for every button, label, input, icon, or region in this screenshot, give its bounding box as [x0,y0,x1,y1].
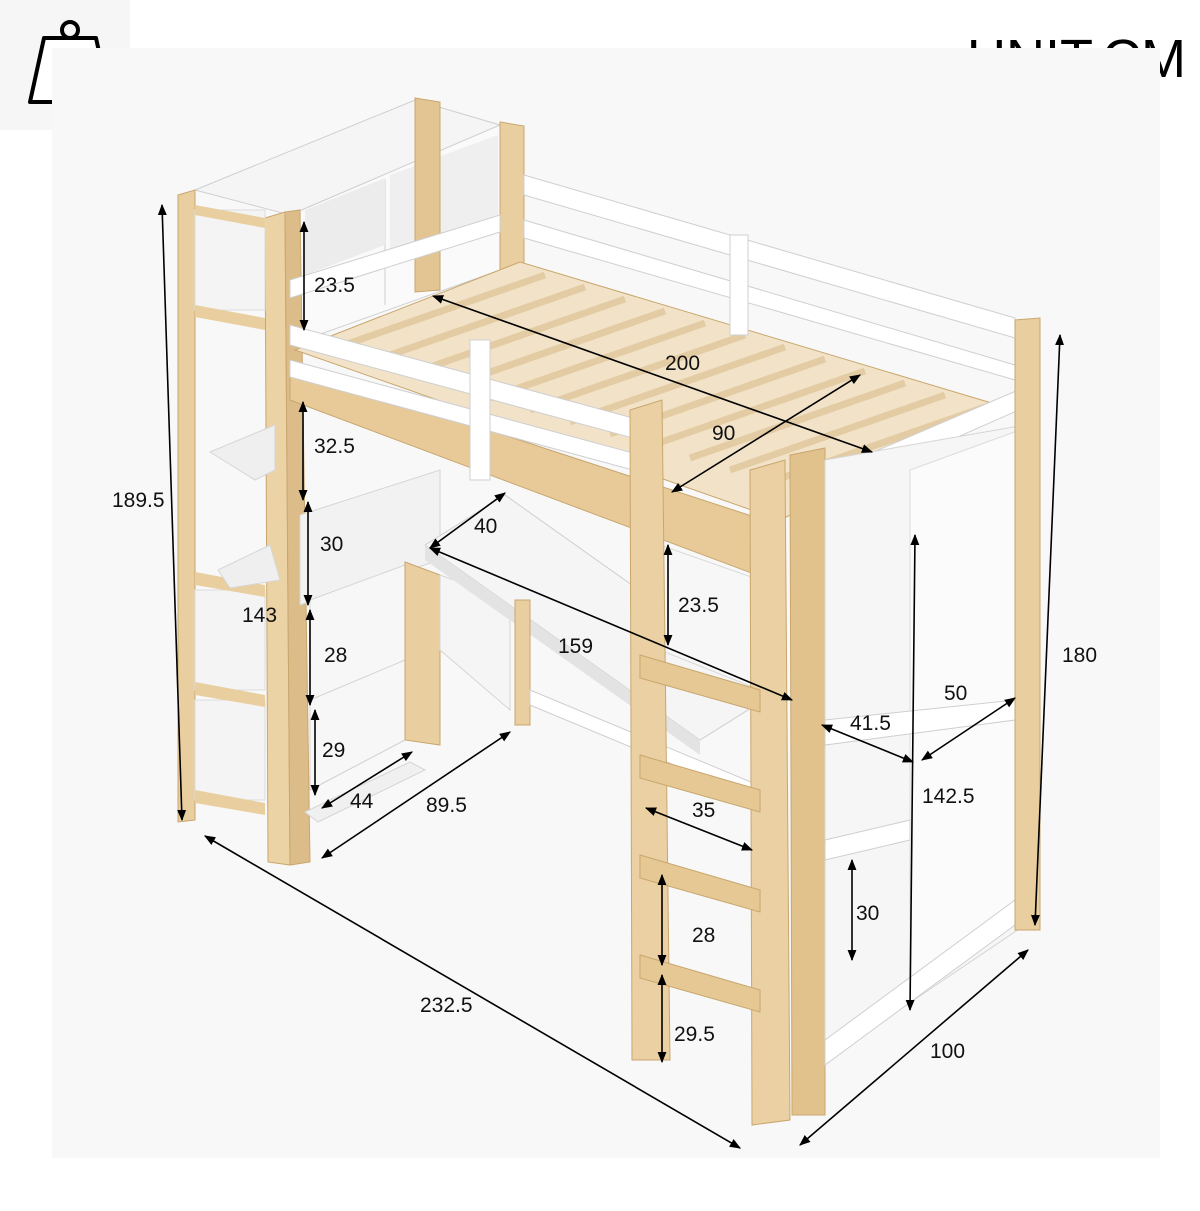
dim-shelf-gap-2: 30 [320,533,343,556]
dim-left-unit-height: 143 [242,604,277,627]
right-bookcase [789,317,1041,1116]
dimension-labels: 189.5 23.5 200 90 32.5 30 28 29 143 40 2… [112,274,1097,1063]
dim-side-shelf-depth: 41.5 [850,712,891,735]
dim-desk-clearance: 23.5 [678,594,719,617]
dim-total-height: 189.5 [112,489,165,512]
dim-left-base-width: 89.5 [426,794,467,817]
dim-shelf-gap-3: 28 [324,644,347,667]
dim-bed-width: 90 [712,422,735,445]
dim-side-height: 180 [1062,644,1097,667]
dim-shelf-gap-1: 32.5 [314,435,355,458]
dim-desk-length: 159 [558,635,593,658]
dim-ladder-width: 35 [692,799,715,822]
dim-side-shelf-height: 50 [944,682,967,705]
dim-bed-length: 200 [665,352,700,375]
dim-ladder-step: 28 [692,924,715,947]
dim-overall-width: 100 [930,1040,965,1063]
dim-desk-depth: 40 [474,515,497,538]
dim-shelf-gap-4: 29 [322,739,345,762]
dim-ladder-bottom: 29.5 [674,1023,715,1046]
dimension-lines [157,203,1065,1149]
dim-side-unit-height: 142.5 [922,785,975,808]
dim-overall-length: 232.5 [420,994,473,1017]
dim-left-unit-depth: 44 [350,790,374,813]
dim-top-shelf-height: 23.5 [314,274,355,297]
dim-side-bottom-shelf: 30 [856,902,879,925]
